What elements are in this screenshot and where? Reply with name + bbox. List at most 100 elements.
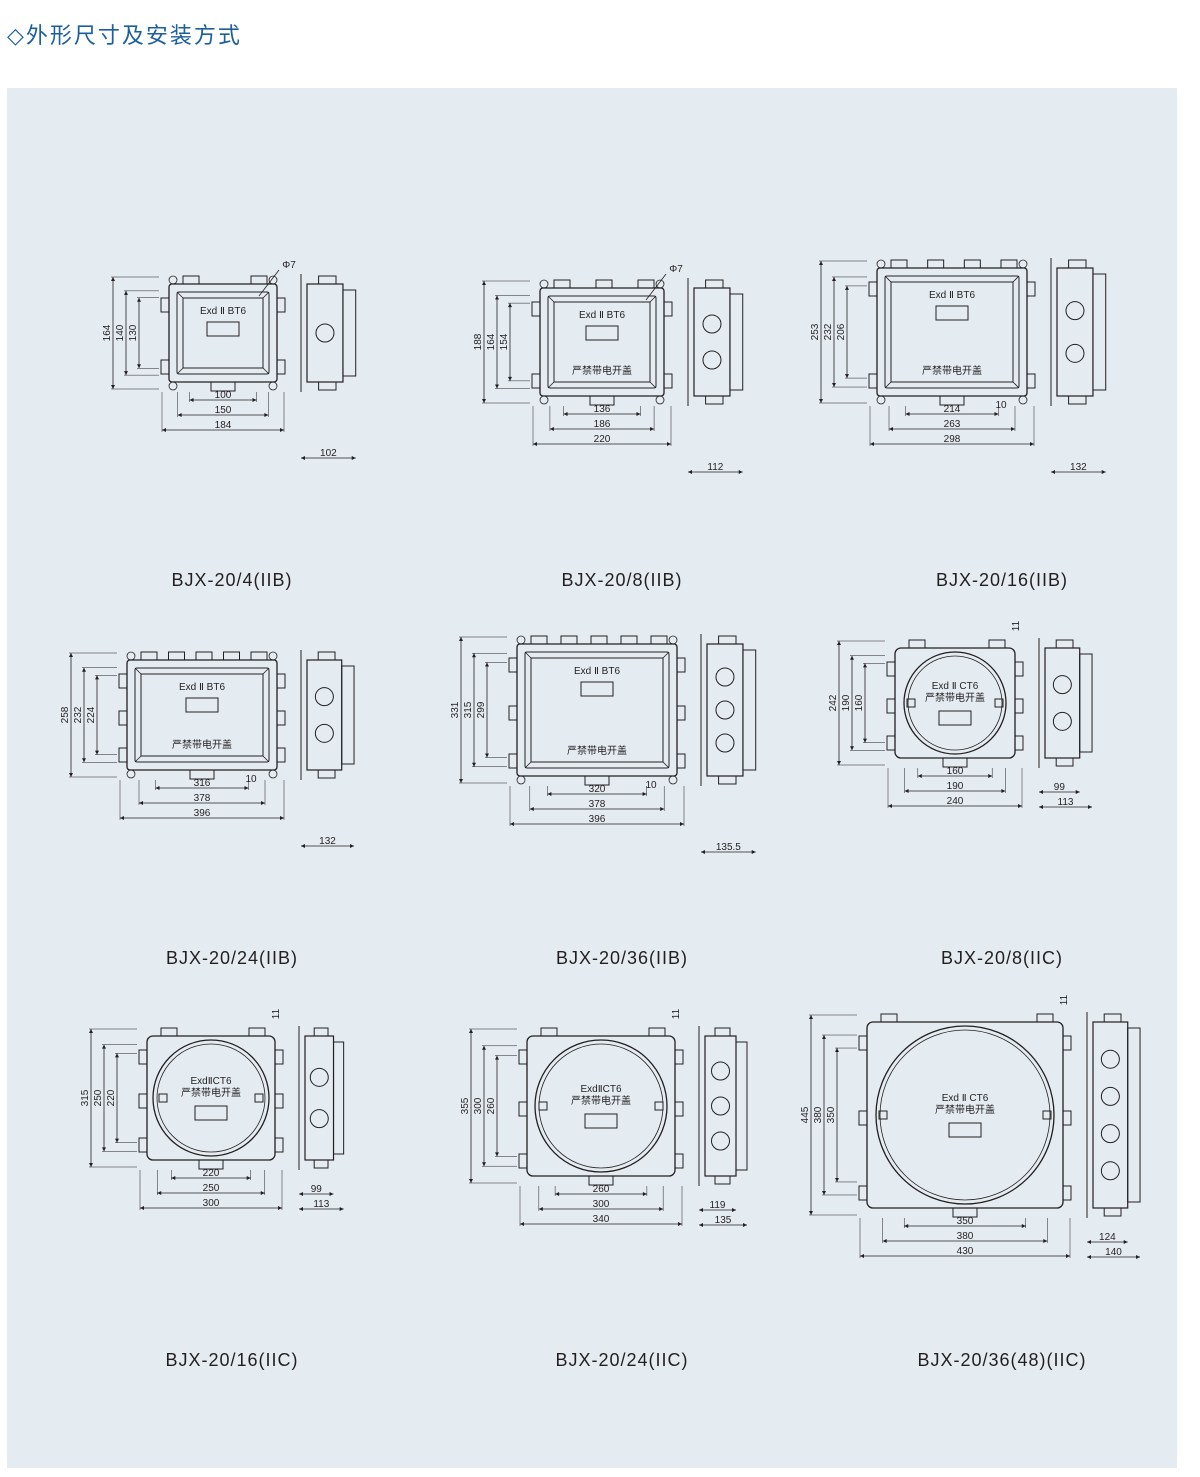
width-dimension-label: 220 [203,1168,220,1179]
enclosure-body [126,659,278,771]
nameplate-window [584,1113,618,1129]
nameplate-text: Exd Ⅱ CT6 [942,1093,989,1104]
cable-gland-left [868,373,878,389]
width-dimension-label: 300 [593,1199,610,1210]
cable-gland-right [676,657,686,673]
cable-gland-left [118,710,128,726]
height-dimension-label: 140 [115,324,126,341]
height-dimension-label: 315 [80,1089,91,1106]
cover-inner-frame [182,297,264,369]
cable-gland-left [886,661,896,677]
cable-gland-top [168,651,185,661]
model-caption: BJX-20/24(IIB) [165,948,299,968]
cable-gland-right [663,373,673,389]
cover-bevel [262,755,270,763]
side-view-cover [333,1041,345,1155]
depth-dimension-label: 99 [311,1184,323,1195]
side-view-entry-hole [1100,1086,1120,1106]
cable-gland-left [518,1153,528,1169]
nameplate-window [938,710,972,726]
cover-latch-left [158,1093,168,1103]
cable-gland-left [118,673,128,689]
nameplate-text: Exd Ⅱ BT6 [929,290,975,301]
nameplate-window [935,305,969,321]
depth-dimension-label: 132 [1070,462,1087,473]
side-view-entry-hole [715,667,735,687]
cable-gland-right [276,710,286,726]
warning-text: 严禁带电开盖 [925,691,985,704]
mounting-lug [168,381,178,391]
side-view-gland-bottom [313,1159,329,1169]
side-view-cover [729,293,744,391]
depth-dimension-label: 102 [320,448,337,459]
width-dimension-label: 250 [203,1183,220,1194]
cable-gland-left [531,373,541,389]
cable-gland-right [1026,281,1036,297]
model-caption: BJX-20/36(IIB) [555,948,689,968]
side-view-gland-bottom [1055,757,1074,767]
height-dimension-label: 164 [102,324,113,341]
warning-text: 严禁带电开盖 [172,738,232,751]
cable-gland-left [858,1110,868,1126]
cable-gland-top [250,651,268,661]
width-dimension-label: 260 [593,1184,610,1195]
width-dimension-label: 300 [203,1198,220,1209]
side-view-body [704,1035,737,1177]
enclosure-cover [176,291,270,375]
cover-inner-frame [890,281,1014,383]
cable-gland-right [1062,1035,1072,1051]
mounting-lug [268,651,278,661]
mounting-lug [268,275,278,285]
width-dimension-label: 100 [215,390,232,401]
gap-dimension-label: 10 [995,400,1007,411]
side-view-entry-hole [1100,1124,1120,1144]
cable-gland-left [508,753,518,769]
cover-latch-left [906,698,916,708]
cable-gland-right [276,673,286,689]
warning-text: 严禁带电开盖 [922,364,982,377]
depth-dimension-label: 99 [1054,782,1066,793]
warning-text: 严禁带电开盖 [567,744,627,757]
width-dimension-label: 160 [947,766,964,777]
side-view-gland-bottom [714,1175,731,1185]
cable-gland-right [674,1101,684,1117]
height-dimension-label: 232 [73,706,84,723]
side-view-body [706,643,744,777]
cover-bevel [262,667,270,675]
height-dimension-label: 220 [106,1089,117,1106]
nameplate-window [948,1122,982,1138]
cable-gland-top [195,651,213,661]
mounting-lug [876,259,886,269]
cable-gland-right [274,1049,284,1065]
depth-dimension-label: 113 [1058,797,1074,808]
height-dimension-label: 190 [841,694,852,711]
side-view-cover [342,289,357,377]
side-view-gland-top [313,1027,329,1037]
side-view-gland-bottom [1068,395,1087,405]
width-dimension-label: 340 [593,1214,610,1225]
nameplate-window [185,697,219,713]
height-dimension-label: 445 [800,1106,811,1123]
cover-bevel [649,381,657,389]
enclosure-body [876,267,1028,397]
side-view-body [1044,647,1081,759]
cable-gland-left [886,735,896,751]
depth-dimension-label: 119 [710,1200,726,1211]
cable-gland-left [868,281,878,297]
enclosure-body [516,643,678,777]
hole-leader [258,269,280,297]
cover-bevel [262,367,270,375]
model-caption: BJX-20/8(IIB) [561,570,683,590]
side-view-entry-hole [1100,1049,1120,1069]
nameplate-window [194,1105,228,1121]
warning-text: 严禁带电开盖 [572,364,632,377]
width-dimension-label: 150 [215,405,232,416]
cable-gland-top [650,635,668,645]
cable-gland-top [595,279,613,289]
height-dimension-label: 260 [486,1097,497,1114]
height-dimension-label: 160 [854,694,865,711]
